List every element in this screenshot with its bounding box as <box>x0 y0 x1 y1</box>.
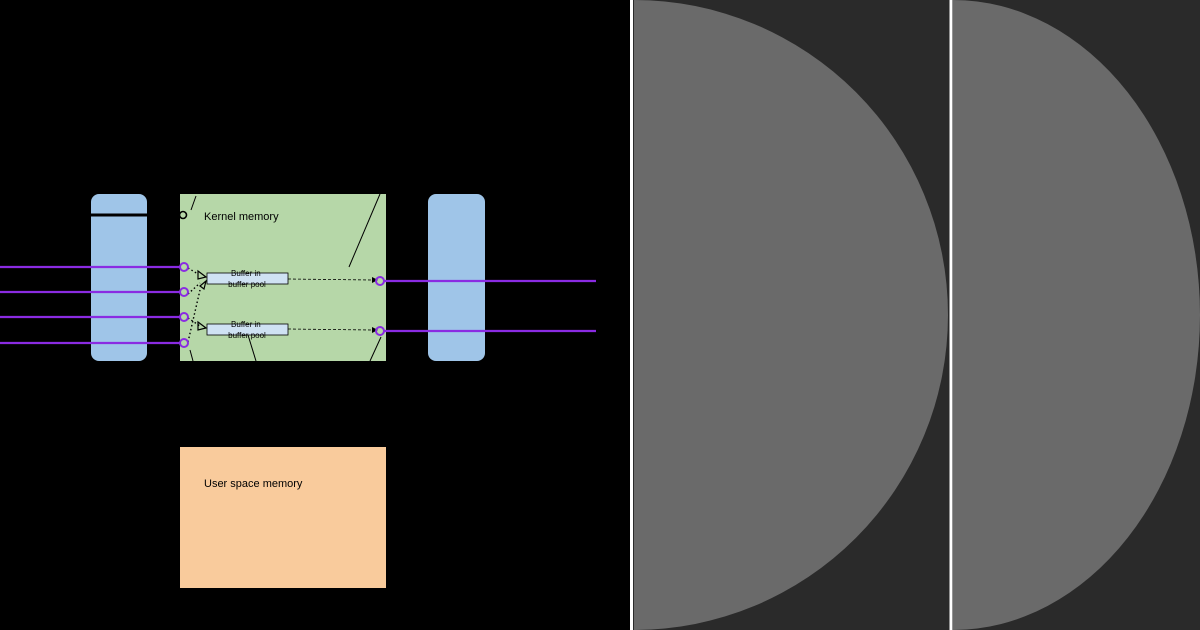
incoming-port-1 <box>179 262 189 272</box>
semicircle-left <box>634 0 948 630</box>
buffer-top <box>206 272 289 285</box>
dashed-arrow-top-head <box>372 277 378 283</box>
dashed-arrow-bottom <box>287 328 373 331</box>
dotted-arrow-2 <box>187 282 201 295</box>
kernel-memory-label: Kernel memory <box>204 211 279 223</box>
kernel-marker-arrow <box>190 195 197 211</box>
incoming-port-4 <box>179 338 189 348</box>
buffer-bottom-label-line1: Buffer in <box>231 320 261 329</box>
dashed-arrow-bottom-head <box>372 327 378 333</box>
user-space-memory-label: User space memory <box>204 478 303 490</box>
kernel-marker-circle <box>178 210 188 220</box>
buffer-bottom-label: Buffer in buffer pool <box>228 320 266 340</box>
buffer-bottom <box>206 323 289 336</box>
annotation-line-bottom <box>247 334 257 362</box>
annotation-arrow-bottom-left <box>189 349 194 362</box>
left-nic-block <box>91 194 147 361</box>
right-nic-block <box>428 194 485 361</box>
dashed-arrow-top <box>287 278 373 281</box>
annotation-arrow-top <box>348 193 381 268</box>
dotted-arrow-head-3 <box>197 320 208 331</box>
dotted-arrow-head-1 <box>197 269 208 280</box>
incoming-port-2 <box>179 287 189 297</box>
buffer-bottom-label-line2: buffer pool <box>228 331 266 340</box>
buffer-top-label-line1: Buffer in <box>231 269 261 278</box>
outgoing-port-1 <box>375 276 385 286</box>
annotation-arrow-bottom-right <box>369 336 382 362</box>
outgoing-port-2 <box>375 326 385 336</box>
incoming-port-3 <box>179 312 189 322</box>
buffer-top-label-line2: buffer pool <box>228 280 266 289</box>
user-space-memory-block <box>180 447 386 588</box>
semicircle-right <box>953 0 1200 630</box>
buffer-top-label: Buffer in buffer pool <box>228 269 266 289</box>
dotted-arrow-4 <box>187 289 201 343</box>
dotted-arrow-head-2 <box>199 279 208 291</box>
